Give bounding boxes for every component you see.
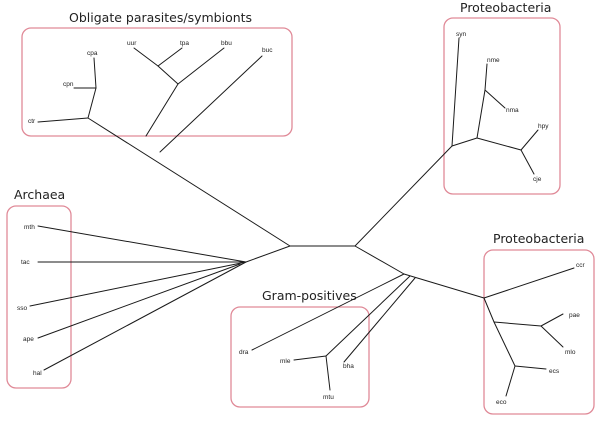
- branch-eco: [505, 365, 516, 397]
- group-title-proteobacteria-bottom: Proteobacteria: [493, 231, 584, 246]
- leaf-label-dra: dra: [239, 349, 249, 356]
- group-box-proteobacteria-top: [443, 17, 561, 195]
- branch-ctr: [37, 117, 89, 123]
- branch-nme: [484, 63, 488, 91]
- leaf-label-syn: syn: [456, 31, 467, 38]
- branch-pae: [540, 313, 564, 327]
- branch-actino-stem: [325, 275, 411, 357]
- branch-uur: [133, 47, 159, 67]
- leaf-labels: cpa uur tpa bbu buc cpn ctr syn nme nma …: [17, 31, 586, 406]
- branch-bbu: [177, 47, 225, 85]
- leaf-label-cpn: cpn: [63, 81, 74, 88]
- leaf-label-mlo: mlo: [565, 349, 576, 356]
- leaf-label-hpy: hpy: [538, 123, 549, 130]
- branch-proteo-bottom-inner: [483, 297, 495, 323]
- tree-branches: [29, 37, 575, 397]
- leaf-label-tpa: tpa: [180, 40, 189, 47]
- branch-mtu: [325, 355, 331, 391]
- leaf-label-nme: nme: [487, 57, 500, 64]
- leaf-label-nma: nma: [506, 107, 519, 114]
- leaf-label-hal: hal: [33, 370, 42, 377]
- branch-enteric-stem: [493, 321, 516, 367]
- leaf-label-bha: bha: [343, 363, 354, 370]
- leaf-label-ecs: ecs: [549, 368, 560, 375]
- branch-sso: [29, 261, 247, 307]
- branch-mth: [37, 225, 247, 263]
- leaf-label-tac: tac: [21, 259, 30, 266]
- branch-ecs: [514, 365, 547, 370]
- branch-uur-tpa: [157, 65, 179, 85]
- leaf-label-ape: ape: [23, 336, 34, 343]
- branch-spirochete-stem: [145, 83, 179, 137]
- branch-syn: [451, 37, 460, 147]
- branch-chlamydia: [87, 87, 97, 119]
- leaf-label-sso: sso: [17, 305, 28, 312]
- branch-nma: [484, 89, 506, 109]
- branch-hpy: [520, 129, 539, 151]
- branch-mle: [293, 355, 327, 361]
- branch-archaea-stem: [245, 245, 291, 263]
- leaf-label-mtu: mtu: [323, 394, 334, 401]
- leaf-label-bbu: bbu: [221, 40, 232, 47]
- branch-mlo: [540, 325, 564, 348]
- leaf-label-pae: pae: [569, 312, 580, 319]
- branch-nme-nma-stem: [476, 89, 486, 139]
- group-box-archaea: [6, 205, 72, 389]
- branch-proteo-top-inner: [451, 137, 478, 147]
- branch-proteo-bottom-stem: [403, 273, 485, 299]
- leaf-label-cpa: cpa: [87, 50, 98, 57]
- group-box-obligate: [21, 27, 293, 137]
- branch-buc: [159, 55, 263, 153]
- group-title-archaea: Archaea: [14, 187, 65, 202]
- branch-dra: [251, 273, 405, 351]
- leaf-label-ccr: ccr: [576, 262, 586, 269]
- leaf-label-cje: cje: [533, 176, 542, 183]
- group-title-proteobacteria-top: Proteobacteria: [460, 0, 551, 15]
- group-title-gram-positives: Gram-positives: [262, 288, 357, 303]
- branch-lower-stem: [354, 245, 405, 275]
- branch-epsilon-stem: [476, 137, 522, 151]
- leaf-label-uur: uur: [127, 40, 137, 47]
- branch-cje: [520, 149, 535, 175]
- group-box-gram-positives: [230, 306, 370, 408]
- branch-proteo-top-stem: [354, 145, 453, 247]
- branch-hal: [43, 261, 247, 371]
- branch-bha: [343, 277, 416, 363]
- group-title-obligate: Obligate parasites/symbionts: [69, 10, 252, 25]
- leaf-label-ctr: ctr: [28, 118, 36, 125]
- branch-ccr: [483, 267, 575, 299]
- branch-pae-mlo-stem: [493, 321, 542, 327]
- group-box-proteobacteria-bottom: [483, 249, 595, 415]
- branch-ape: [37, 263, 241, 339]
- leaf-label-mth: mth: [24, 224, 35, 231]
- leaf-label-buc: buc: [262, 47, 273, 54]
- leaf-label-eco: eco: [496, 399, 507, 406]
- branch-tpa: [157, 47, 183, 67]
- branch-obligate-stem: [87, 117, 291, 247]
- branch-cpa: [93, 57, 97, 89]
- leaf-label-mle: mle: [280, 358, 291, 365]
